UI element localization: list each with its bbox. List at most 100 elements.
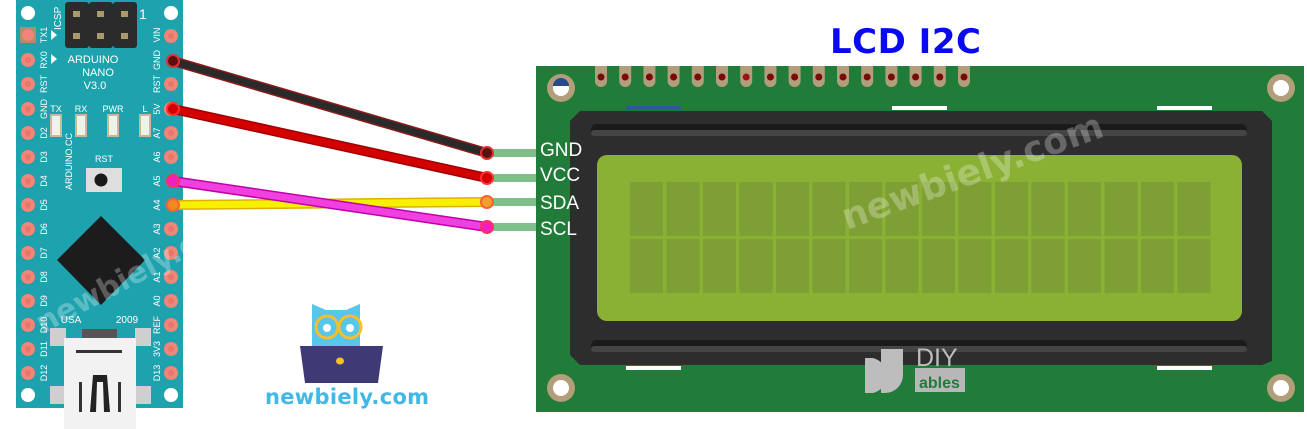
lcd-char-cell <box>1141 239 1174 293</box>
lcd-char-cell <box>885 239 919 293</box>
lcd-char-cell <box>666 182 700 236</box>
right-pin-label: A4 <box>152 199 162 210</box>
lcd-pin-scl-label: SCL <box>540 219 577 240</box>
lcd-char-cell <box>849 239 882 293</box>
lcd-char-cell <box>739 239 773 293</box>
left-pin-label: D9 <box>39 295 49 307</box>
svg-text:DIY: DIY <box>916 344 958 372</box>
left-pin-label: D12 <box>39 365 49 382</box>
lcd-char-cell <box>703 239 736 293</box>
svg-text:PWR: PWR <box>103 104 124 114</box>
status-leds <box>50 114 151 137</box>
lcd-char-cell <box>1141 182 1174 236</box>
left-pin-label: D4 <box>39 175 49 187</box>
left-pin-label: D5 <box>39 199 49 211</box>
left-pin-label: TX1 <box>39 27 49 44</box>
lcd-char-cell <box>1031 239 1065 293</box>
lcd-char-cell <box>1104 182 1138 236</box>
reset-button <box>86 168 122 192</box>
svg-text:1: 1 <box>139 6 147 22</box>
right-pin-label: A1 <box>152 271 162 282</box>
right-pin-label: GND <box>152 50 162 71</box>
right-pin-label: A2 <box>152 247 162 258</box>
svg-text:2009: 2009 <box>116 315 139 326</box>
svg-text:ARDUINO.CC: ARDUINO.CC <box>64 132 74 190</box>
wires <box>166 54 494 234</box>
diagram-title: LCD I2C <box>830 22 982 62</box>
newbiely-owl-logo <box>300 304 383 383</box>
lcd-char-cell <box>630 239 663 293</box>
lcd-char-cell <box>885 182 919 236</box>
diyables-logo: DIY ables <box>865 344 965 393</box>
mount-hole-icon <box>164 6 178 20</box>
lcd-char-cell <box>849 182 882 236</box>
lcd-pin-gnd-label: GND <box>540 140 583 161</box>
lcd-char-cell <box>776 182 809 236</box>
svg-text:RX: RX <box>75 104 88 114</box>
left-pin-header <box>20 27 36 380</box>
left-pin-label: GND <box>39 99 49 120</box>
left-pin-label: D6 <box>39 223 49 235</box>
svg-text:USA: USA <box>61 315 82 326</box>
right-pin-header <box>164 29 178 380</box>
right-pin-label: RST <box>152 74 162 93</box>
tx-arrow-icon <box>51 30 57 40</box>
right-pin-label: D13 <box>152 365 162 382</box>
lcd-module <box>536 66 1304 412</box>
usb-connector <box>50 328 151 429</box>
left-pin-label: D7 <box>39 247 49 259</box>
mount-hole-icon <box>21 6 35 20</box>
lcd-char-cell <box>922 182 955 236</box>
svg-text:L: L <box>142 104 147 114</box>
lcd-char-cell <box>1177 239 1211 293</box>
lcd-char-cell <box>1031 182 1065 236</box>
right-pin-label: REF <box>152 315 162 334</box>
left-pin-label: D10 <box>39 317 49 334</box>
left-pin-label: D3 <box>39 151 49 163</box>
mount-hole-icon <box>21 388 35 402</box>
lcd-char-cell <box>812 182 846 236</box>
svg-text:ICSP: ICSP <box>53 6 64 30</box>
lcd-char-cell <box>739 182 773 236</box>
svg-text:ables: ables <box>919 375 960 392</box>
lcd-char-cell <box>995 182 1028 236</box>
lcd-char-cell <box>958 182 992 236</box>
right-pin-label: A6 <box>152 151 162 162</box>
gnd-wire <box>169 57 491 157</box>
lcd-char-cell <box>703 182 736 236</box>
left-pin-label: D11 <box>39 341 49 357</box>
lcd-pin-vcc-label: VCC <box>540 165 581 186</box>
left-pin-label: RX0 <box>39 51 49 69</box>
lcd-char-cell <box>922 239 955 293</box>
svg-text:V3.0: V3.0 <box>84 80 107 92</box>
svg-text:TX: TX <box>50 104 62 114</box>
vcc-wire <box>169 105 491 182</box>
rx-arrow-icon <box>51 54 57 64</box>
lcd-char-cell <box>666 239 700 293</box>
arduino-nano-board: ARDUINO NANO V3.0 ICSP 1 ARDUINO.CC TX R… <box>16 0 183 429</box>
mount-hole-icon <box>164 388 178 402</box>
right-pin-label: 3V3 <box>152 341 162 357</box>
lcd-char-cell <box>958 239 992 293</box>
svg-text:RST: RST <box>95 154 114 164</box>
lcd-char-cell <box>776 239 809 293</box>
lcd-char-cell <box>812 239 846 293</box>
right-pin-label: A7 <box>152 127 162 138</box>
lcd-pin-sda-label: SDA <box>540 193 580 214</box>
right-pin-label: VIN <box>152 27 162 42</box>
lcd-char-cell <box>1104 239 1138 293</box>
lcd-char-cell <box>630 182 663 236</box>
lcd-character-grid <box>630 182 1211 293</box>
mcu-chip <box>57 216 145 305</box>
right-pin-label: 5V <box>152 103 162 114</box>
right-pin-label: A3 <box>152 223 162 234</box>
lcd-header-pins <box>595 66 970 87</box>
left-pin-label: RST <box>39 74 49 93</box>
lcd-char-cell <box>1068 239 1101 293</box>
lcd-char-cell <box>1068 182 1101 236</box>
svg-text:NANO: NANO <box>82 67 114 79</box>
scl-wire <box>169 177 491 231</box>
arduino-labels: ARDUINO NANO V3.0 ICSP 1 ARDUINO.CC TX R… <box>50 6 147 326</box>
